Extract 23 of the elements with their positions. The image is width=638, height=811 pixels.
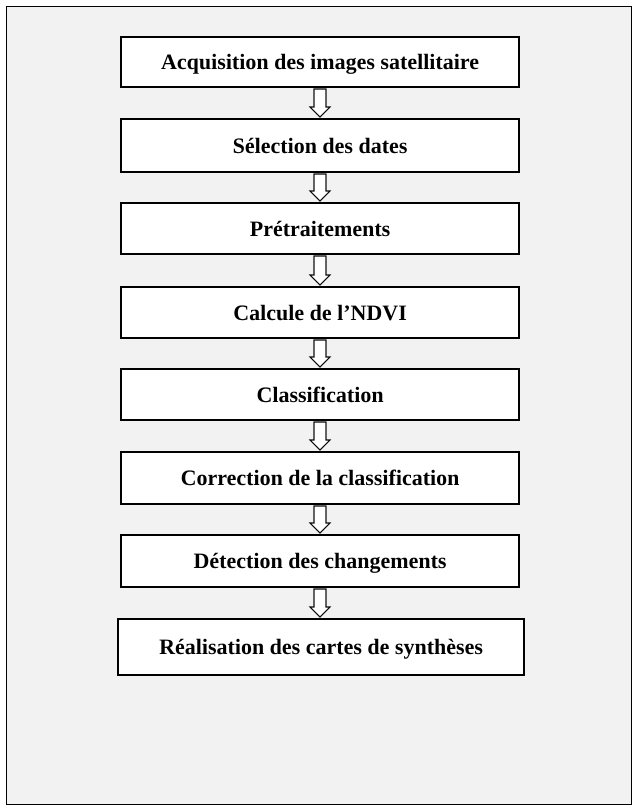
process-box: [120, 534, 520, 588]
block-arrow: [308, 421, 332, 451]
step-label: Réalisation des cartes de synthèses: [159, 633, 483, 661]
block-arrow: [308, 505, 332, 534]
process-box: [120, 36, 520, 88]
step-label: Détection des changements: [194, 547, 446, 575]
block-arrow: [308, 255, 332, 286]
process-box: [120, 286, 520, 339]
process-box: [120, 368, 520, 421]
block-arrow: [308, 588, 332, 618]
step-label: Classification: [256, 380, 384, 408]
step-label: Prétraitements: [250, 214, 390, 242]
process-box: [120, 118, 520, 173]
process-box: [120, 202, 520, 255]
block-arrow: [308, 88, 332, 118]
block-arrow: [308, 173, 332, 202]
block-arrow: [308, 339, 332, 368]
step-label: Sélection des dates: [232, 132, 408, 160]
process-box: [120, 451, 520, 505]
step-label: Correction de la classification: [180, 464, 460, 492]
step-label: Calcule de l’NDVI: [233, 298, 407, 326]
step-label: Acquisition des images satellitaire: [161, 48, 479, 76]
process-box: [117, 618, 525, 676]
